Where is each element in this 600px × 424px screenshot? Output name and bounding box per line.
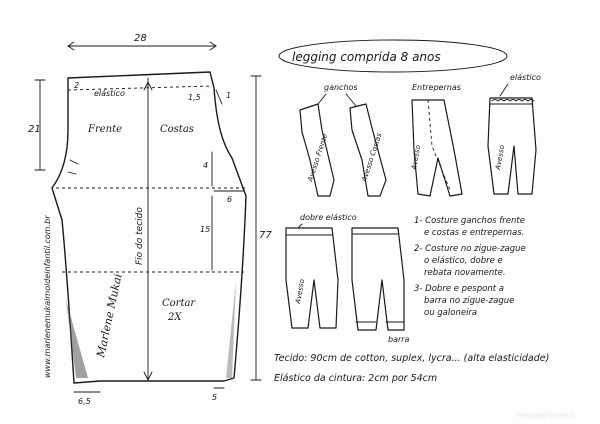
step1-figures: ganchos Avesso Frente Avesso Costas Entr… (299, 73, 541, 197)
grain-arrow-bottom (143, 371, 153, 382)
width-top-label: 28 (134, 33, 147, 44)
back-label: Costas (160, 124, 194, 135)
pattern-piece: 28 2 elástico Fio do tecido 21 77 1,5 1 … (28, 33, 272, 406)
hip-step-label: 1,5 (188, 93, 201, 102)
instructions-block: 1- Costure ganchos frente e costas e ent… (414, 216, 526, 318)
elastic-fold-line (67, 85, 213, 91)
ganchos-label: ganchos (324, 83, 358, 92)
hip-right-label: 1 (226, 91, 231, 100)
barra-label: barra (388, 335, 410, 344)
site-url-vertical: www.marlenemukaimoldeinfantil.com.br (43, 215, 52, 378)
instruction-line: 2- Costure no zigue-zague (414, 244, 526, 254)
instruction-line: ou galoneira (424, 308, 477, 318)
fabric-note: Tecido: 90cm de cotton, suplex, lycra...… (274, 353, 549, 364)
grain-arrow-top (143, 80, 153, 91)
elastic-note: Elástico da cintura: 2cm por 54cm (274, 373, 437, 384)
fold-elastic-figure (285, 227, 339, 329)
hem-shading-left (66, 300, 88, 378)
grain-label: Fio do tecido (135, 207, 145, 265)
back-leg-figure (349, 103, 387, 197)
inseam-figure (411, 99, 463, 197)
elastic-allowance-label: 2 (74, 81, 79, 90)
width-arrow-left (67, 41, 75, 51)
instruction-line: rebata novamente. (424, 268, 506, 278)
notes-block: Tecido: 90cm de cotton, suplex, lycra...… (274, 353, 549, 384)
dim-15-label: 15 (200, 225, 210, 234)
front-leg-figure (299, 103, 335, 197)
hem-shading-right (226, 280, 236, 378)
elastic-label: elástico (94, 89, 125, 98)
title-block: legging comprida 8 anos (278, 39, 508, 73)
hem-figure (351, 227, 405, 331)
instruction-line: 1- Costure ganchos frente (414, 216, 525, 226)
step2-figures: dobre elástico Avesso barra (285, 213, 410, 344)
pattern-outline (51, 71, 247, 384)
title-text: legging comprida 8 anos (292, 50, 441, 64)
front-label: Frente (87, 124, 122, 135)
instruction-line: o elástico, dobre e (424, 256, 503, 266)
elastic-waist-figure (487, 97, 537, 195)
dim-4-label: 4 (203, 161, 208, 170)
watermark: PassionForum.ru (516, 411, 577, 420)
cut-label: Cortar (162, 298, 196, 309)
hem-right-label: 5 (212, 393, 217, 402)
dobre-elastico-label: dobre elástico (300, 213, 357, 222)
instruction-line: barra no zigue-zague (424, 296, 514, 306)
entrepernas-label: Entrepernas (412, 83, 461, 92)
title-oval (278, 39, 508, 73)
cut-count-label: 2X (167, 312, 182, 323)
total-length-label: 77 (259, 230, 272, 241)
dim-6-label: 6 (227, 195, 232, 204)
instruction-line: e costas e entrepernas. (424, 228, 524, 238)
designer-signature: Marlene Mukai (94, 272, 125, 359)
instruction-line: 3- Dobre e pespont a (414, 284, 504, 294)
width-arrow-right (209, 41, 217, 51)
hem-left-label: 6,5 (78, 397, 91, 406)
crotch-height-label: 21 (28, 124, 41, 135)
elastic-fig-label: elástico (510, 73, 541, 82)
